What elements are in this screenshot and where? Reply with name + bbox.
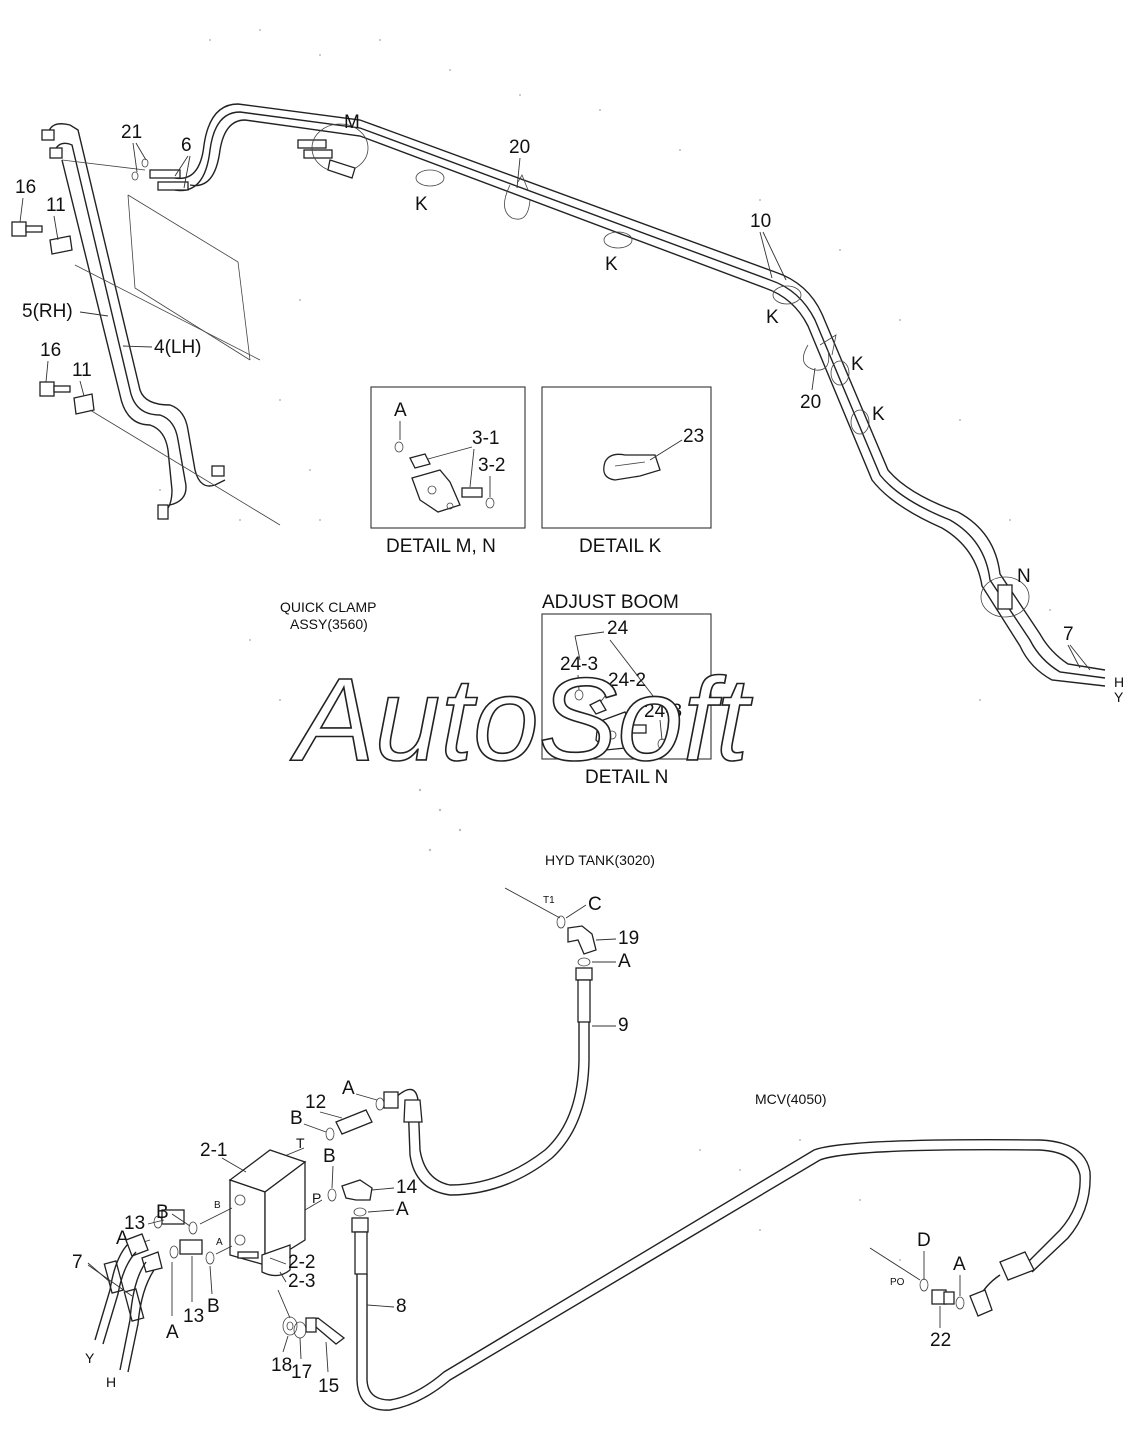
callout-A-tank: A (618, 951, 631, 972)
detail-n-callout-24: 24 (607, 618, 629, 639)
callout-A-7-top: A (116, 1228, 129, 1249)
hyd-tank-label: HYD TANK(3020) (545, 852, 655, 868)
port-PO: PO (890, 1277, 905, 1288)
callout-2-1: 2-1 (200, 1140, 227, 1161)
detail-mn-callout-3-2: 3-2 (478, 455, 505, 476)
detail-k-callout-23: 23 (683, 426, 704, 447)
callout-8: 8 (396, 1296, 407, 1317)
detail-n-callout-24-3-right: 24-3 (644, 701, 682, 722)
callout-7-top: 7 (1063, 624, 1074, 645)
callout-11-mid: 11 (72, 360, 92, 381)
detail-m-n-box: A 3-1 3-2 DETAIL M, N (370, 386, 526, 557)
detail-n-caption: DETAIL N (585, 767, 668, 788)
port-H-top: H (1114, 674, 1124, 690)
callout-14: 14 (396, 1177, 418, 1198)
detail-mn-caption: DETAIL M, N (386, 536, 496, 557)
callout-A-7-bottom: A (166, 1322, 179, 1343)
quick-clamp-line-1: QUICK CLAMP (280, 599, 376, 615)
callout-13-top: 13 (124, 1213, 145, 1234)
upper-callouts: 21 6 M 20 10 16 11 5(RH) 4(LH) 16 11 K K… (15, 112, 1124, 705)
port-T1: T1 (543, 895, 555, 906)
callout-11-top: 11 (46, 195, 66, 216)
callout-K-2: K (605, 254, 618, 275)
callout-17: 17 (291, 1362, 312, 1383)
port-Y-top: Y (1114, 689, 1124, 705)
callout-20-right: 20 (800, 392, 821, 413)
background-speckle (159, 29, 1051, 1261)
detail-n-box: ADJUST BOOM 24 24-3 24-2 24-3 DETAIL N (541, 592, 712, 788)
detail-n-callout-24-2: 24-2 (608, 670, 646, 691)
callout-K-3: K (766, 307, 779, 328)
quick-clamp-note: QUICK CLAMP ASSY(3560) (280, 599, 376, 632)
callout-N: N (1017, 566, 1031, 587)
callout-2-2: 2-2 (288, 1252, 315, 1273)
callout-13-bottom: 13 (183, 1306, 204, 1327)
port-T: T (296, 1135, 305, 1151)
callout-4-lh: 4(LH) (154, 337, 202, 358)
detail-mn-callout-3-1: 3-1 (472, 428, 499, 449)
callout-6: 6 (181, 135, 192, 156)
callout-B-13-top: B (156, 1202, 169, 1223)
detail-k-caption: DETAIL K (579, 536, 662, 557)
callout-12: 12 (305, 1092, 326, 1113)
callout-2-3: 2-3 (288, 1271, 315, 1292)
mcv-label: MCV(4050) (755, 1091, 827, 1107)
callout-7-bottom: 7 (72, 1252, 83, 1273)
callout-15: 15 (318, 1376, 339, 1397)
callout-21: 21 (121, 122, 142, 143)
callout-5-rh: 5(RH) (22, 301, 73, 322)
callout-A-14: A (396, 1199, 409, 1220)
callout-10: 10 (750, 211, 771, 232)
callout-B-13-bottom: B (207, 1296, 220, 1317)
callout-20-top: 20 (509, 137, 530, 158)
callout-18: 18 (271, 1355, 292, 1376)
detail-n-callout-24-3-left: 24-3 (560, 654, 598, 675)
callout-C: C (588, 894, 602, 915)
callout-A-12: A (342, 1078, 355, 1099)
lower-hose-assembly: HYD TANK(3020) T1 C 19 A 9 A 12 B T (72, 852, 1091, 1411)
port-H-bottom: H (106, 1374, 116, 1390)
port-B-block: B (214, 1200, 221, 1211)
callout-K-1: K (415, 194, 428, 215)
callout-16-top: 16 (15, 177, 36, 198)
callout-19: 19 (618, 928, 639, 949)
quick-clamp-line-2: ASSY(3560) (290, 616, 368, 632)
callout-M: M (344, 112, 360, 133)
upper-pipe-assembly (11, 103, 1106, 687)
detail-mn-callout-A: A (394, 400, 407, 421)
port-A-block: A (216, 1237, 223, 1248)
watermark: AutoSoft (290, 654, 753, 786)
port-P: P (312, 1190, 321, 1206)
detail-k-box: 23 DETAIL K (541, 386, 712, 557)
callout-9: 9 (618, 1015, 629, 1036)
callout-22: 22 (930, 1330, 951, 1351)
callout-16-mid: 16 (40, 340, 61, 361)
adjust-boom-title: ADJUST BOOM (542, 592, 679, 613)
callout-B-14: B (323, 1146, 336, 1167)
callout-D: D (917, 1230, 931, 1251)
port-Y-bottom: Y (85, 1350, 95, 1366)
callout-K-4: K (851, 354, 864, 375)
callout-B-12: B (290, 1108, 303, 1129)
callout-A-22: A (953, 1254, 966, 1275)
callout-K-5: K (872, 404, 885, 425)
